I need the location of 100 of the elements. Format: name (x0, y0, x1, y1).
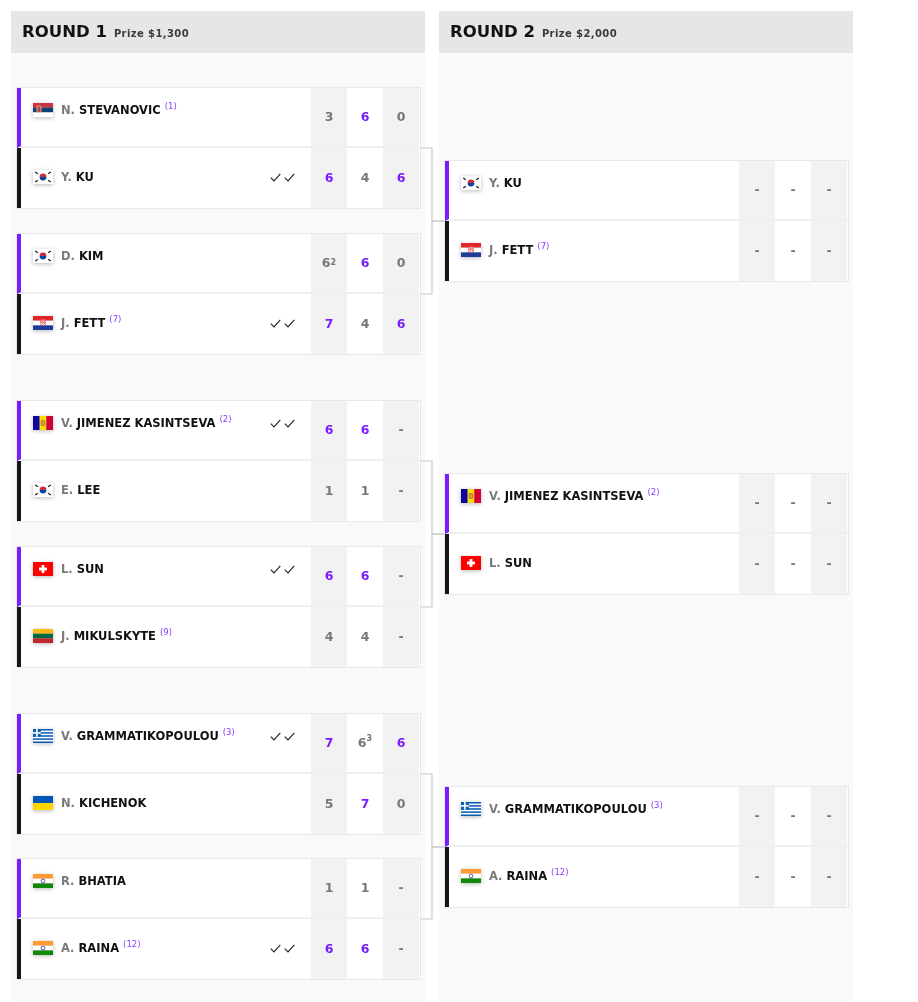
set-score: - (790, 870, 796, 884)
prize-label: Prize $2,000 (541, 28, 618, 40)
score-cell: - (811, 787, 847, 845)
score-cell: - (739, 847, 775, 907)
seed-label: (3) (650, 800, 663, 810)
set-score: 4 (360, 630, 370, 644)
score-cell: 6 (311, 401, 347, 459)
player-name: D. KIM (61, 249, 104, 263)
round-column (11, 11, 425, 1002)
player-name: Y. KU (61, 170, 94, 184)
score-cell: 1 (311, 461, 347, 521)
player-row (17, 234, 420, 294)
score-cell: 7 (311, 294, 347, 354)
set-score: 6 (360, 110, 370, 124)
seed-label: (9) (160, 627, 173, 637)
player-name: R. BHATIA (61, 874, 126, 888)
seed-label: (7) (109, 314, 122, 324)
match-card (16, 858, 421, 980)
player-row (17, 714, 420, 774)
set-score: 1 (360, 484, 370, 498)
player-name: L. SUN (489, 556, 532, 570)
round-column (439, 11, 853, 1002)
score-cell: 6$^{2}$ (311, 234, 347, 292)
player-row (17, 294, 420, 354)
match-card (444, 786, 849, 908)
match-card (444, 473, 849, 595)
score-cell: - (739, 474, 775, 532)
score-cell: - (383, 401, 419, 459)
player-name: N. STEVANOVIC (61, 103, 161, 117)
seed-label: (1) (164, 101, 177, 111)
score-cell: 0 (383, 774, 419, 834)
player-name: A. RAINA (61, 941, 120, 955)
match-card (16, 400, 421, 522)
set-score: 6$^{3}$ (357, 736, 373, 750)
match-card (16, 87, 421, 209)
player-name: V. GRAMMATIKOPOULOU (61, 729, 219, 743)
player-name: N. KICHENOK (61, 796, 147, 810)
player-row (445, 221, 848, 281)
player-row (17, 547, 420, 607)
set-score: - (790, 244, 796, 258)
seed-label: (12) (123, 939, 141, 949)
player-name: V. GRAMMATIKOPOULOU (489, 802, 647, 816)
set-score: 6 (360, 423, 370, 437)
player-row (17, 461, 420, 521)
seed-label: (2) (647, 487, 660, 497)
seed-label: (12) (551, 867, 569, 877)
round-title: ROUND 1 (22, 23, 107, 41)
bracket-line (420, 220, 445, 295)
match-card (16, 713, 421, 835)
score-cell: 3 (311, 88, 347, 146)
player-name: E. LEE (61, 483, 101, 497)
score-cell: - (383, 547, 419, 605)
set-score: 4 (360, 171, 370, 185)
score-cell: - (383, 461, 419, 521)
player-row (17, 401, 420, 461)
score-cell: 5 (311, 774, 347, 834)
score-cell: 7 (311, 714, 347, 772)
set-score: - (790, 809, 796, 823)
seed-label: (3) (222, 727, 235, 737)
seed-label: (7) (537, 241, 550, 251)
score-cell: - (383, 919, 419, 979)
prize-label: Prize $1,300 (113, 28, 190, 40)
score-cell: 6 (383, 714, 419, 772)
set-score: 6 (360, 256, 370, 270)
score-cell: - (811, 474, 847, 532)
match-card (16, 546, 421, 668)
round-title: ROUND 2 (450, 23, 535, 41)
score-cell: 6 (311, 547, 347, 605)
match-card (16, 233, 421, 355)
player-name: L. SUN (61, 562, 104, 576)
player-name: J. FETT (489, 243, 534, 257)
player-row (17, 774, 420, 834)
score-cell: - (739, 221, 775, 281)
score-cell: - (739, 787, 775, 845)
score-cell: 1 (311, 859, 347, 917)
score-cell: - (383, 859, 419, 917)
score-cell: - (811, 161, 847, 219)
set-score: 6 (360, 569, 370, 583)
score-cell: 0 (383, 88, 419, 146)
bracket-line (420, 533, 445, 608)
player-row (17, 859, 420, 919)
player-row (17, 88, 420, 148)
set-score: 1 (360, 881, 370, 895)
player-name: V. JIMENEZ KASINTSEVA (61, 416, 216, 430)
player-name: Y. KU (489, 176, 522, 190)
player-row (17, 919, 420, 979)
set-score: 6 (360, 942, 370, 956)
score-cell: - (811, 847, 847, 907)
player-name: V. JIMENEZ KASINTSEVA (489, 489, 644, 503)
score-cell: 6 (311, 919, 347, 979)
player-row (445, 534, 848, 594)
score-cell: 4 (311, 607, 347, 667)
player-name: J. MIKULSKYTE (61, 629, 156, 643)
score-cell: - (811, 534, 847, 594)
set-score: 4 (360, 317, 370, 331)
score-cell: - (739, 534, 775, 594)
score-cell: - (739, 161, 775, 219)
score-cell: - (383, 607, 419, 667)
player-row (445, 474, 848, 534)
score-cell: 6 (383, 148, 419, 208)
